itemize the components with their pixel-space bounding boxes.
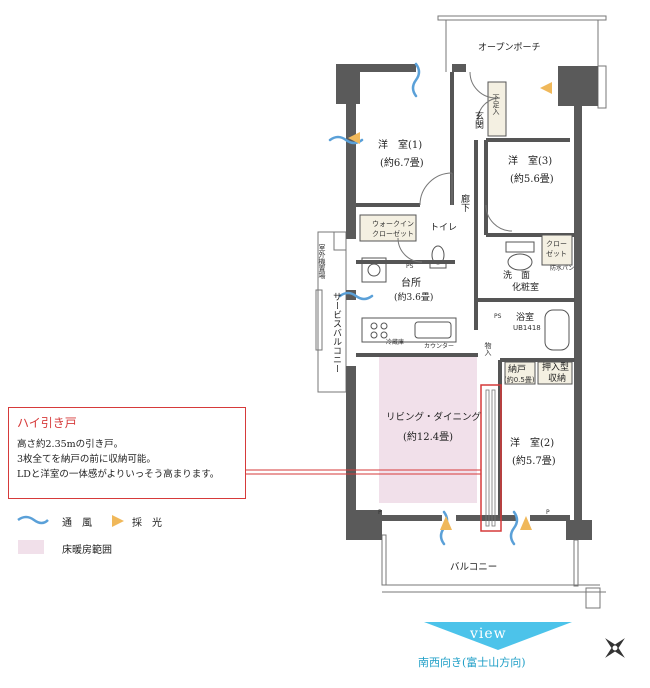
label-living-name: リビング・ダイニング: [386, 411, 482, 423]
view-label: view: [470, 626, 507, 642]
legend-sunlight-icon: [112, 515, 124, 527]
label-refrigerator: 冷蔵庫: [386, 338, 404, 346]
label-closet-2: ゼット: [546, 249, 567, 258]
floor-heating-zone: [379, 353, 477, 503]
legend-sunlight-label: 採 光: [132, 518, 162, 529]
legend-ventilation-label: 通 風: [62, 518, 92, 529]
label-counter: カウンター: [424, 342, 454, 350]
label-kitchen-size: (約3.6畳): [394, 291, 433, 303]
label-kitchen-name: 台所: [401, 276, 421, 289]
label-western2-size: (約5.7畳): [512, 454, 556, 467]
callout-title: ハイ引き戸: [17, 416, 77, 430]
label-western2-name: 洋 室(2): [510, 436, 554, 449]
callout-connector: [246, 469, 481, 475]
label-ps-2: PS: [494, 313, 502, 320]
label-push-storage-1: 押入型: [542, 361, 569, 373]
label-washer: 防水パン: [550, 264, 574, 272]
high-sliding-door: [480, 384, 502, 532]
view-direction: 南西向き(富士山方向): [418, 656, 526, 669]
label-hallway: 廊下: [459, 193, 470, 213]
callout-line-1: 高さ約2.35mの引き戸。: [17, 439, 124, 450]
walls: [336, 64, 598, 540]
label-western1-name: 洋 室(1): [378, 138, 422, 151]
label-outdoor-unit: 室外機置場: [318, 243, 326, 280]
label-balcony: バルコニー: [450, 562, 497, 573]
balcony-rail: [381, 534, 606, 609]
label-service-balcony: サービスバルコニー: [331, 292, 342, 373]
legend-floor-heating-label: 床暖房範囲: [62, 545, 112, 556]
label-closet-1: クロー: [546, 240, 567, 248]
label-living-size: (約12.4畳): [403, 430, 453, 443]
label-shoe-box: 下足入: [492, 94, 500, 115]
label-washroom-2: 化粧室: [512, 281, 539, 293]
legend-ventilation-icon: [17, 515, 49, 525]
label-nando-size: (約0.5畳): [504, 375, 535, 384]
legend-floor-heating-swatch: [18, 540, 44, 554]
label-toilet: トイレ: [430, 223, 457, 233]
closet-frames: [359, 81, 573, 385]
bathroom-fixtures: [429, 241, 570, 351]
label-bath-unit: UB1418: [513, 324, 541, 332]
doors: [397, 71, 513, 263]
view-arrow: [424, 622, 572, 650]
label-entrance-text: 玄関: [465, 110, 484, 130]
label-p-2: P: [546, 509, 550, 516]
label-entrance: 玄関: [465, 110, 484, 130]
label-nando-name: 納戸: [508, 363, 526, 375]
label-open-porch: オープンポーチ: [478, 42, 540, 53]
callout-line-2: 3枚全てを納戸の前に収納可能。: [17, 454, 156, 465]
label-washroom-1: 洗 面: [503, 269, 530, 281]
label-western1-size: (約6.7畳): [380, 156, 424, 169]
label-walkin-2: クローゼット: [372, 229, 414, 238]
service-balcony-area: [315, 231, 347, 393]
label-western3-size: (約5.6畳): [510, 172, 554, 185]
compass-icon: [605, 638, 625, 658]
label-walkin-1: ウォークイン: [372, 220, 414, 228]
label-storage-mono: 物入: [484, 341, 492, 356]
kitchen-fixtures: [361, 257, 457, 343]
label-push-storage-2: 収納: [548, 372, 566, 384]
label-bath-name: 浴室: [516, 311, 534, 323]
callout-line-3: LDと洋室の一体感がよりいっそう高まります。: [17, 469, 220, 480]
label-western3-name: 洋 室(3): [508, 154, 552, 167]
label-ps-1: PS: [406, 263, 414, 270]
porch-rail: [437, 15, 607, 109]
sliding-door-callout: ハイ引き戸 高さ約2.35mの引き戸。 3枚全てを納戸の前に収納可能。 LDと洋…: [8, 407, 246, 499]
label-p-1: P: [378, 509, 382, 516]
sunlight-icons: [348, 82, 552, 530]
